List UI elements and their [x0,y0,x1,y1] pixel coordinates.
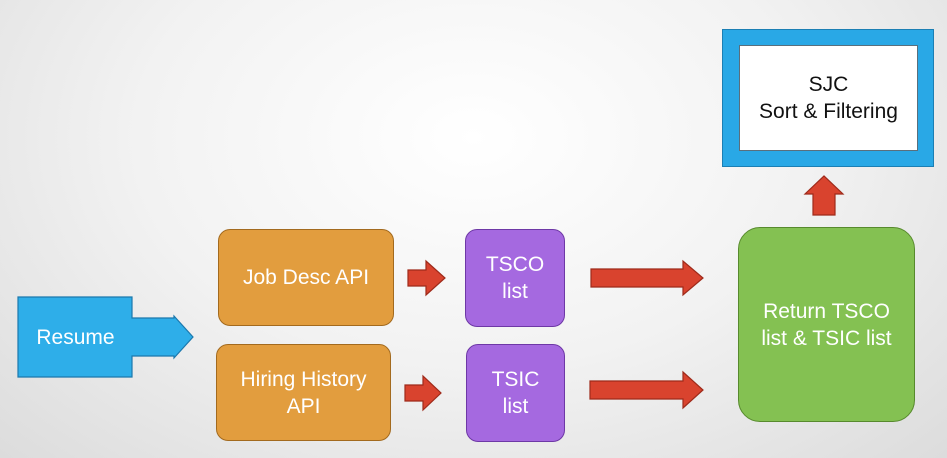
resume-node: Resume [18,297,133,377]
tsco-list-label: TSCO list [485,253,545,303]
arrow-tsic-to-return [589,370,704,410]
hiring-history-api-label: Hiring History API [240,367,367,418]
resume-shape [17,296,194,378]
hiring-history-api-node: Hiring History API [216,344,391,441]
sjc-node: SJC Sort & Filtering [739,45,918,151]
arrow-return-to-sjc [803,175,845,216]
arrow-hiring-to-tsic [404,374,442,412]
return-lists-node: Return TSCO list & TSIC list [738,227,915,422]
job-desc-api-node: Job Desc API [218,229,394,326]
tsic-list-node: TSIC list [466,344,565,442]
tsic-list-label: TSIC list [491,368,540,418]
arrow-jobdesc-to-tsco [407,259,446,297]
job-desc-api-label: Job Desc API [242,266,370,289]
arrow-tsco-to-return [590,259,704,297]
tsco-list-node: TSCO list [465,229,565,327]
return-lists-label: Return TSCO list & TSIC list [761,299,892,350]
resume-label: Resume [36,325,115,349]
sjc-label: SJC Sort & Filtering [759,73,898,123]
